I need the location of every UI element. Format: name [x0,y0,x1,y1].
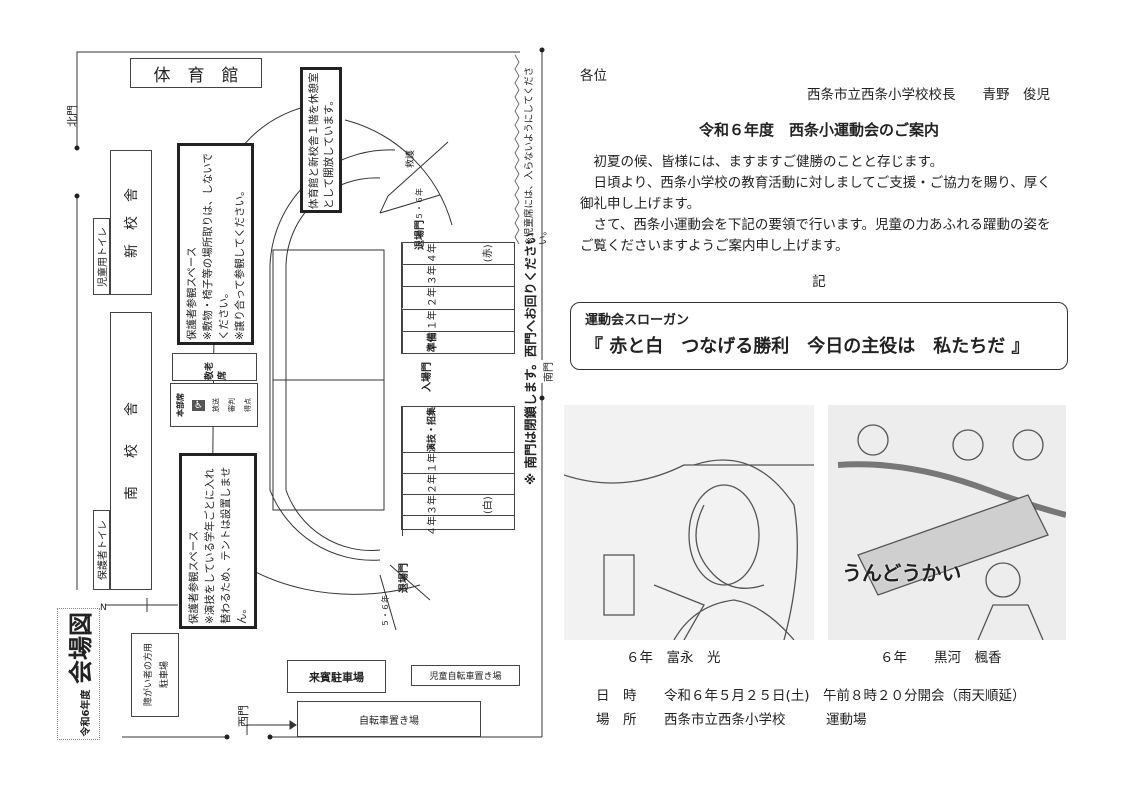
map-title-badge: 令和6年度 会場図 [57,608,100,740]
slogan-label: 運動会スローガン [585,313,690,328]
gym-rest-notice-text: 体育館と新校舎１階を休憩室として開放しています。 [308,72,335,210]
red-team-label: (赤) [483,244,494,263]
seat-row: ３年 [402,495,459,516]
letter-body: 初夏の候、皆様には、ますますご健勝のことと存じます。 日頃より、西条小学校の教育… [580,152,1060,257]
south-building: 南 校 舎 [110,312,152,590]
lower-seating: 演技・招集 １年 ２年 ３年 (白) ４年 [401,406,515,537]
paragraph: 初夏の候、皆様には、ますますご健勝のことと存じます。 [580,154,944,170]
seat-row: １年 [402,309,459,331]
new-building-label: 新 校 舎 [124,187,140,258]
grade56-top-label: ５・６年 [415,188,424,220]
ki-label: 記 [812,274,826,290]
hq-sub: 放送 [211,398,220,412]
slogan-text: 『 赤と白 つなげる勝利 今日の主役は 私たちだ 』 [585,336,1030,357]
entry-gate-label: 入場門 [422,362,433,392]
tug-of-war-illustration [837,424,1066,640]
north-gate-label: 北門 [66,105,79,127]
paragraph: 日頃より、西条小学校の教育活動に対しましてご支援・ご協力を賜り、厚く御礼申し上げ… [580,175,1051,212]
kids-bike-label: 児童自転車置き場 [429,672,502,682]
map-title-year: 令和6年度 [81,689,92,737]
elder-seats: 敬老席 [172,353,257,381]
disabled-parking: 障がい者の方用 駐車場 [131,633,179,717]
west-gate-label: 西門 [237,705,250,727]
parent-area-top: 保護者参観スペース ※敷物・椅子等の場所取りは、しないでください。 ※譲り合って… [177,143,254,345]
grade56-bottom-label: ５・６年 [381,595,390,627]
artwork-lettering: うんどうかい [842,561,962,585]
seat-row: ２年 [402,474,459,495]
bike-parking: 自転車置き場 [297,701,481,737]
first-aid-label: 救護 [406,150,416,169]
gym-rest-notice: 体育館と新校舎１階を休憩室として開放しています。 [300,67,342,213]
bike-parking-label: 自転車置き場 [359,715,419,727]
seat-row: ４年 [402,243,459,265]
seat-row: ２年 [402,287,459,309]
detail-place-value: 西条市立西条小学校 運動場 [664,712,867,728]
detail-date-value: 令和６年５月２５日(土) 午前８時２０分開会（雨天順延） [664,688,1026,704]
map-title: 会場図 [67,611,95,684]
south-gate-label: 南門 [544,362,555,382]
guest-parking: 来賓駐車場 [287,660,386,693]
hq-sub: 得点 [243,398,252,412]
disabled-parking-label: 駐車場 [159,661,170,689]
kids-toilet-label: 児童用トイレ [98,226,109,287]
artwork-caption-1: ６年 富永 光 [626,650,721,666]
detail-place-label: 場 所 [596,712,637,728]
seat-row: ４年 [402,516,459,537]
sender: 西条市立西条小学校校長 青野 俊児 [807,87,1050,103]
gym: 体 育 館 [130,58,262,88]
south-building-label: 南 校 舎 [124,402,140,500]
white-team-label: (白) [483,496,494,514]
north-arrow: N [100,603,107,613]
kids-toilet: 児童用トイレ [93,218,110,295]
kids-bike-parking: 児童自転車置き場 [411,665,520,686]
seat-row: 演技・招集 [402,407,459,453]
letter-title: 令和６年度 西条小運動会のご案内 [698,121,939,139]
hq-seats: 本部席 ♿ 放送 審判 得点 [170,383,258,427]
parent-area-note: ※敷物・椅子等の場所取りは、しないでください。 [202,153,230,340]
artwork-caption-2: ６年 黒河 楓香 [880,650,1002,666]
new-building: 新 校 舎 [110,150,152,295]
parent-toilet: 保護者トイレ [93,510,110,590]
seat-row: ３年 [402,265,459,287]
addressee: 各位 [580,68,607,84]
disabled-parking-label: 障がい者の方用 [143,643,154,707]
seat-row: １年 [402,453,459,474]
detail-date-label: 日 時 [596,688,637,704]
artwork-1 [564,405,814,640]
parent-area-note: ※譲り合って参観してください。 [234,185,246,340]
upper-seating: ４年 (赤) ３年 ２年 １年 準備 [401,242,515,354]
artwork-2: うんどうかい [828,405,1066,640]
map-lines [74,47,545,740]
exit-gate-bottom-label: 退場門 [399,563,410,593]
hq-sub: 審判 [227,398,236,412]
gym-label: 体 育 館 [153,65,239,86]
parent-area-bottom: 保護者参観スペース ※演技をしている学年ごとに入れ替わるため、テントは設置しませ… [179,453,257,629]
wheelchair-icon: ♿ [192,399,205,411]
drawing-girl-illustration [564,459,814,640]
paragraph: さて、西条小運動会を下記の要領で行います。児童の力あふれる躍動の姿をご覧ください… [580,217,1051,254]
parent-area-title: 保護者参観スペース [186,246,198,340]
parent-area-title: 保護者参観スペース [188,530,200,624]
hq-label: 本部席 [176,393,186,417]
slogan-box: 運動会スローガン 『 赤と白 つなげる勝利 今日の主役は 私たちだ 』 [570,302,1068,370]
seat-row: 準備 [402,331,459,354]
elder-seats-label: 敬老席 [204,361,228,380]
parent-toilet-label: 保護者トイレ [98,520,109,580]
parent-area-note: ※演技をしている学年ごとに入れ替わるため、テントは設置しません。 [204,466,248,624]
guest-parking-label: 来賓駐車場 [309,670,364,684]
kids-seat-notice: ※児童席には、入らないようにしてください。 [524,66,549,245]
